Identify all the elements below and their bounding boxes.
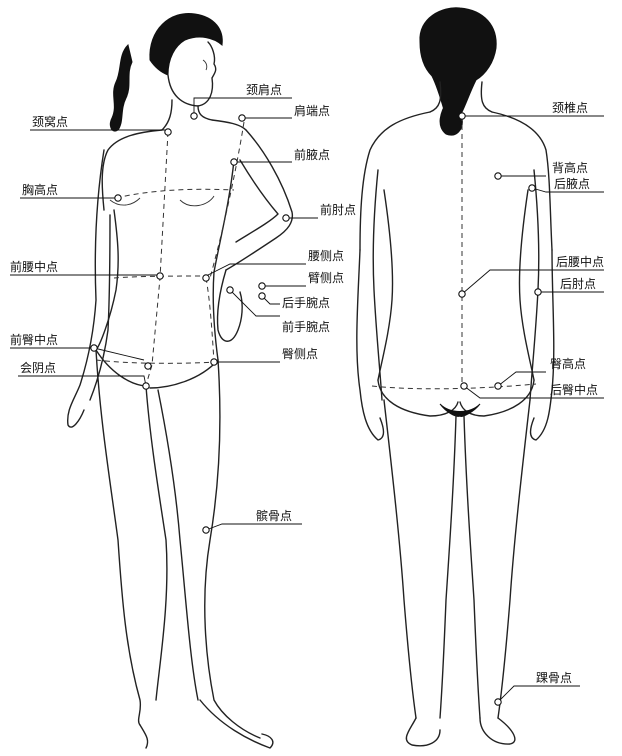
point-back-wrist (259, 293, 265, 299)
point-waist-side (203, 275, 209, 281)
point-shoulder-end (239, 115, 245, 121)
point-back-hip-center (461, 383, 467, 389)
label-crotch: 会阴点 (20, 361, 56, 375)
point-crotch (143, 383, 149, 389)
point-arm-side (259, 283, 265, 289)
label-cervical: 颈椎点 (552, 100, 588, 115)
point-front-hip-line (145, 363, 151, 369)
label-ankle: 踝骨点 (536, 671, 572, 685)
label-neck-shoulder: 颈肩点 (246, 82, 282, 97)
label-back-wrist: 后手腕点 (282, 295, 330, 310)
label-arm-side: 臂侧点 (308, 271, 344, 285)
front-figure (68, 13, 293, 748)
front-hair (150, 13, 222, 75)
point-front-wrist (227, 287, 233, 293)
label-back-elbow: 后肘点 (560, 276, 596, 291)
label-hip-side: 臀侧点 (282, 347, 318, 361)
label-neck-hollow: 颈窝点 (32, 114, 68, 129)
label-waist-side: 腰侧点 (308, 249, 344, 263)
label-front-waist-center: 前腰中点 (10, 259, 58, 274)
label-front-wrist: 前手腕点 (282, 319, 330, 334)
point-hip-high (495, 383, 501, 389)
point-back-waist-center (459, 291, 465, 297)
front-labels: 颈肩点 肩端点 颈窝点 前腋点 胸高点 前肘点 腰侧点 前腰中点 臂侧点 后手腕… (10, 82, 356, 523)
label-back-armpit: 后腋点 (554, 176, 590, 191)
back-figure (357, 8, 554, 746)
label-front-elbow: 前肘点 (320, 202, 356, 217)
label-front-armpit: 前腋点 (294, 147, 330, 162)
point-front-armpit (231, 159, 237, 165)
label-front-hip-center: 前臀中点 (10, 332, 58, 347)
point-front-elbow (283, 215, 289, 221)
point-cervical (459, 113, 465, 119)
point-bust (115, 195, 121, 201)
point-back-armpit (529, 185, 535, 191)
label-back-waist-center: 后腰中点 (556, 254, 604, 269)
front-braid (110, 45, 132, 131)
point-hip-side (211, 359, 217, 365)
back-guide-lines (372, 116, 536, 389)
point-back-elbow (535, 289, 541, 295)
label-shoulder-end: 肩端点 (294, 103, 330, 118)
point-kneecap (203, 527, 209, 533)
point-front-waist-center (157, 273, 163, 279)
back-hair (420, 8, 496, 116)
label-back-high: 背高点 (552, 160, 588, 175)
point-back-high (495, 173, 501, 179)
label-hip-high: 臀高点 (550, 356, 586, 371)
point-ankle (495, 699, 501, 705)
label-back-hip-center: 后臀中点 (550, 382, 598, 397)
point-neck-hollow (165, 129, 171, 135)
point-front-hip-center (91, 345, 97, 351)
back-labels: 颈椎点 背高点 后腋点 后腰中点 后肘点 臀高点 后臀中点 踝骨点 (536, 100, 604, 685)
label-bust: 胸高点 (22, 182, 58, 197)
label-kneecap: 髌骨点 (256, 508, 292, 523)
point-neck-shoulder (191, 113, 197, 119)
